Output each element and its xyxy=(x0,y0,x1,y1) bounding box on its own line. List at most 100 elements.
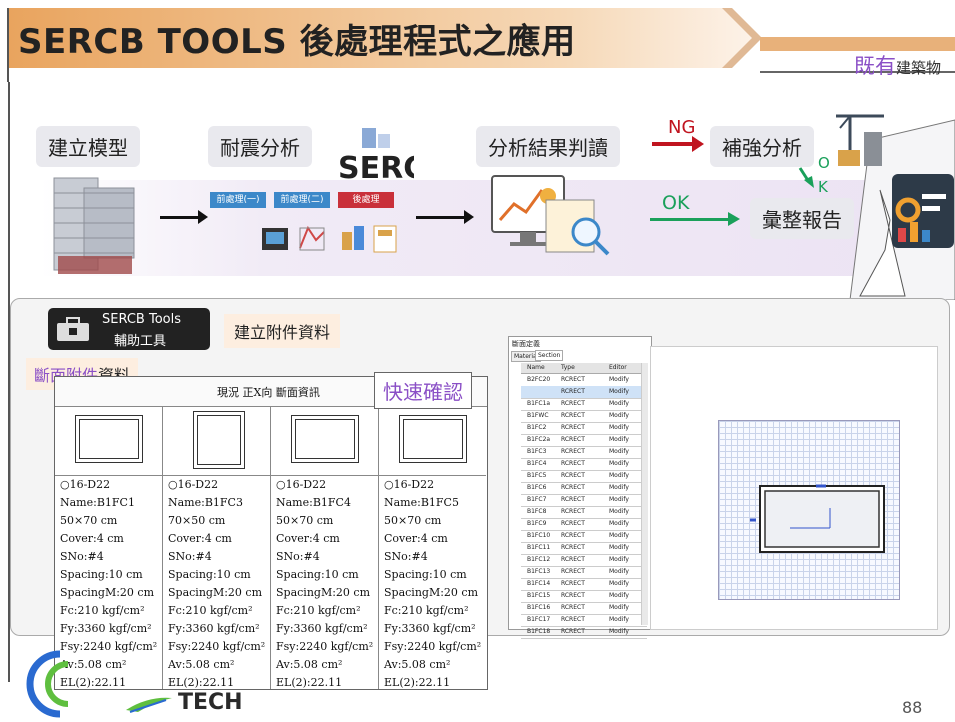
row-editor: Modify xyxy=(609,544,629,551)
row-name: B1FC17 xyxy=(527,616,551,623)
window-title: 斷面定義 xyxy=(512,340,540,348)
ng-label: NG xyxy=(668,117,696,138)
header-editor: Editor xyxy=(609,364,627,371)
row-editor: Modify xyxy=(609,580,629,587)
row-name: B1FC15 xyxy=(527,592,551,599)
sercb-logo-text: SERCB xyxy=(338,151,414,186)
spec-column: ○16-D22 Name:B1FC3 70×50 cm Cover:4 cm S… xyxy=(163,407,271,689)
row-type: RCRECT xyxy=(561,400,585,407)
row-editor: Modify xyxy=(609,484,629,491)
section-drawing xyxy=(379,407,486,476)
row-type: RCRECT xyxy=(561,436,585,443)
spec-line: Spacing:10 cm xyxy=(276,568,359,581)
spec-line: Av:5.08 cm² xyxy=(276,658,343,671)
row-name: B1FC1a xyxy=(527,400,551,407)
arrow-to-analysis xyxy=(160,210,208,224)
row-editor: Modify xyxy=(609,568,629,575)
row-type: RCRECT xyxy=(561,592,585,599)
crane-image xyxy=(836,114,884,166)
section-grid-row[interactable]: B1FC15 RCRECT Modify xyxy=(521,590,647,603)
section-drawing xyxy=(55,407,162,476)
ok-vertical-o: O xyxy=(818,154,830,172)
spec-line: SpacingM:20 cm xyxy=(168,586,262,599)
row-name: B1FC3 xyxy=(527,448,547,455)
spec-line: 50×70 cm xyxy=(60,514,118,527)
section-rect xyxy=(399,415,467,463)
section-preview-drawing xyxy=(750,484,885,553)
process-icons xyxy=(262,225,397,253)
ok-vertical-k: K xyxy=(818,178,828,196)
step-result-judgement: 分析結果判讀 xyxy=(476,126,620,167)
spec-line: Fc:210 kgf/cm² xyxy=(168,604,253,617)
report-image xyxy=(892,174,954,248)
section-grid-row[interactable]: RCRECT Modify xyxy=(521,386,647,399)
row-type: RCRECT xyxy=(561,388,585,395)
grid-scrollbar[interactable] xyxy=(641,363,648,625)
row-name: B1FC2a xyxy=(527,436,551,443)
section-grid-row[interactable]: B1FC1a RCRECT Modify xyxy=(521,398,647,411)
row-name: B1FC4 xyxy=(527,460,547,467)
spec-line: Fsy:2240 kgf/cm² xyxy=(276,640,374,653)
header-name: Name xyxy=(527,364,545,371)
spec-column: ○16-D22 Name:B1FC4 50×70 cm Cover:4 cm S… xyxy=(271,407,379,689)
tech-swoosh-icon xyxy=(126,697,172,713)
building-model-image xyxy=(53,177,135,274)
spec-line: Name:B1FC5 xyxy=(384,496,459,509)
row-editor: Modify xyxy=(609,532,629,539)
spec-line: 50×70 cm xyxy=(276,514,334,527)
section-spec-table: 現況 正X向 斷面資訊 ○16-D22 Name:B1FC1 50×70 cm … xyxy=(54,376,488,690)
row-editor: Modify xyxy=(609,472,629,479)
row-name: B1FC7 xyxy=(527,496,547,503)
section-rect xyxy=(291,415,359,463)
row-editor: Modify xyxy=(609,388,629,395)
row-type: RCRECT xyxy=(561,604,585,611)
spec-line: Cover:4 cm xyxy=(384,532,448,545)
spec-line: 50×70 cm xyxy=(384,514,442,527)
row-type: RCRECT xyxy=(561,520,585,527)
row-name: B1FC10 xyxy=(527,532,551,539)
spec-line: Spacing:10 cm xyxy=(60,568,143,581)
row-type: RCRECT xyxy=(561,376,585,383)
sercb-logo: SERCB xyxy=(338,128,414,186)
pre-process-one: 前處理(一) xyxy=(210,192,266,208)
row-editor: Modify xyxy=(609,592,629,599)
spec-line: Fc:210 kgf/cm² xyxy=(60,604,145,617)
row-editor: Modify xyxy=(609,376,629,383)
brand-subtitle: 既有建築物 xyxy=(854,50,941,80)
row-name: B1FC16 xyxy=(527,604,551,611)
row-editor: Modify xyxy=(609,496,629,503)
spec-line: Fsy:2240 kgf/cm² xyxy=(384,640,482,653)
arrow-to-judgement xyxy=(416,210,474,224)
row-editor: Modify xyxy=(609,400,629,407)
analysis-result-image xyxy=(491,175,610,256)
spec-line: EL(2):22.11 xyxy=(276,676,343,689)
step-seismic-analysis: 耐震分析 xyxy=(208,126,312,167)
row-editor: Modify xyxy=(609,616,629,623)
row-name: B1FC8 xyxy=(527,508,547,515)
spec-line: SpacingM:20 cm xyxy=(276,586,370,599)
row-editor: Modify xyxy=(609,460,629,467)
spec-line: Name:B1FC3 xyxy=(168,496,243,509)
tab-section[interactable]: Section xyxy=(535,350,564,361)
spec-line: Av:5.08 cm² xyxy=(60,658,127,671)
attach-title: 建立附件資料 xyxy=(224,314,341,348)
title-banner xyxy=(7,8,955,82)
